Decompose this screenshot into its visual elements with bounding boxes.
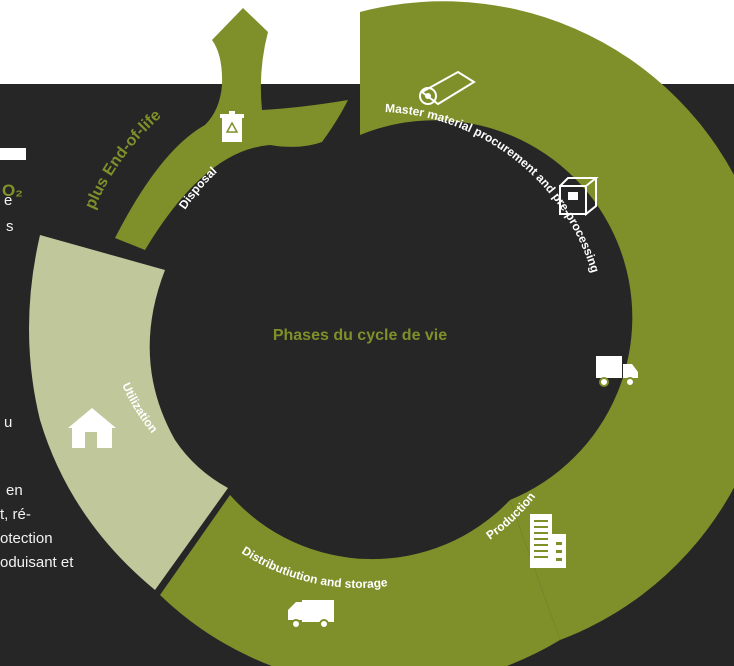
- factory-building-icon: [530, 514, 566, 568]
- bg-text-3: u: [4, 414, 13, 431]
- delivery-truck-icon: [288, 600, 334, 629]
- house-icon: [68, 408, 116, 448]
- center-disc: [170, 145, 550, 525]
- center-title: Phases du cycle de vie: [273, 327, 447, 344]
- bg-co2-text: O₂: [2, 181, 23, 200]
- bg-text-1: e: [4, 192, 13, 209]
- bg-text-7: oduisant et: [0, 554, 74, 571]
- bg-text-2: s: [6, 218, 14, 235]
- recycle-bin-icon: [220, 111, 244, 142]
- package-box-icon: [559, 177, 599, 217]
- delivery-truck-icon: [596, 356, 638, 387]
- white-rule-mark: [0, 148, 26, 160]
- master-segment: [360, 1, 734, 640]
- bg-text-4: en: [6, 482, 23, 499]
- material-roll-icon: [419, 70, 476, 106]
- distribution-segment: [160, 495, 560, 666]
- bg-text-6: otection: [0, 530, 53, 547]
- utilization-segment: [29, 235, 228, 590]
- bg-text-5: t, ré-: [0, 506, 31, 523]
